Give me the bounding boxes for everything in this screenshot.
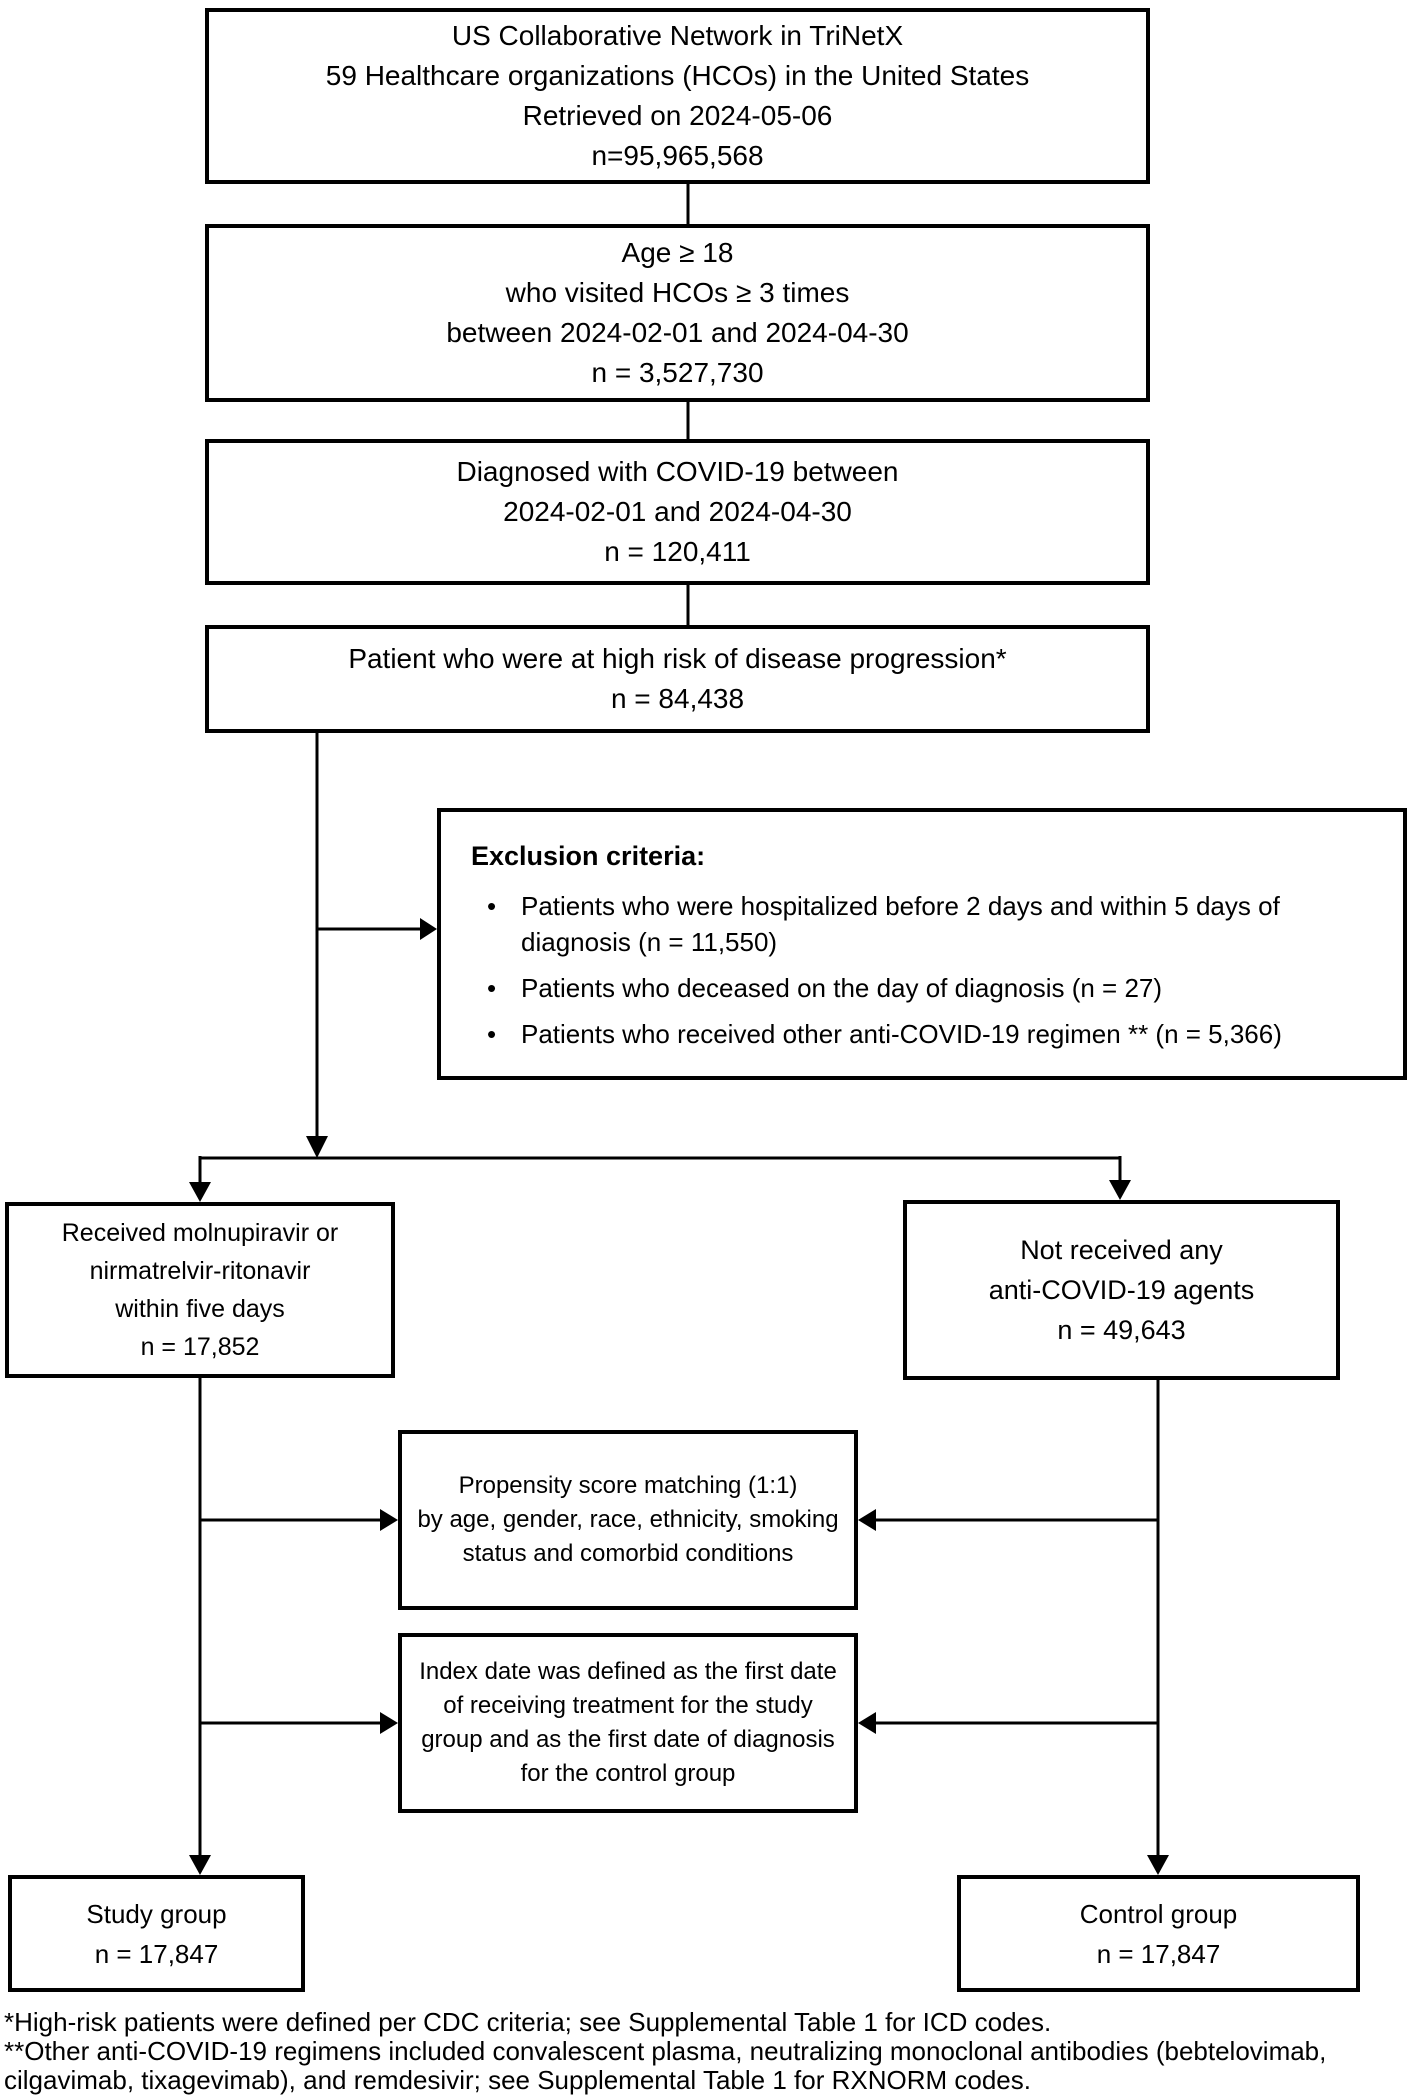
text-line: for the control group	[520, 1760, 736, 1787]
text-line: Study group	[86, 1898, 227, 1929]
text-line: Patient who were at high risk of disease…	[348, 643, 1007, 674]
text-line: n = 49,643	[1057, 1315, 1186, 1345]
exclusion-title: Exclusion criteria:	[471, 841, 706, 871]
text-line: n = 17,847	[1096, 1938, 1221, 1969]
connector-untreated-control	[1147, 1380, 1169, 1875]
exclusion-item: Patients who deceased on the day of diag…	[471, 970, 1389, 1006]
text-line: n = 17,852	[140, 1333, 260, 1361]
text-line: US Collaborative Network in TriNetX	[451, 20, 904, 51]
text-line: within five days	[115, 1295, 285, 1323]
arrow-treated-matching	[200, 1509, 398, 1531]
connector-treated-study	[189, 1378, 211, 1875]
footnotes: *High-risk patients were defined per CDC…	[4, 2008, 1416, 2095]
arrow-untreated-matching	[858, 1509, 1158, 1531]
footnote-line: cilgavimab, tixagevimab), and remdesivir…	[4, 2065, 1031, 2095]
text-line: n = 17,847	[94, 1938, 219, 1969]
text-line: n=95,965,568	[591, 140, 764, 171]
text-line: status and comorbid conditions	[462, 1540, 794, 1567]
footnote-line: *High-risk patients were defined per CDC…	[4, 2007, 1052, 2037]
text-line: Diagnosed with COVID-19 between	[456, 456, 899, 487]
box-control-group: Control group n = 17,847	[957, 1875, 1360, 1992]
arrow-untreated-indexdate	[858, 1712, 1158, 1734]
text-line: Index date was defined as the first date	[419, 1658, 837, 1685]
box-study-group: Study group n = 17,847	[8, 1875, 305, 1992]
arrow-branch-treated	[189, 1156, 211, 1202]
text-line: nirmatrelvir-ritonavir	[89, 1257, 311, 1285]
text-line: group and as the first date of diagnosis	[421, 1726, 835, 1753]
text-line: Retrieved on 2024-05-06	[522, 100, 833, 131]
box-high-risk: Patient who were at high risk of disease…	[205, 625, 1150, 733]
text-line: anti-COVID-19 agents	[988, 1275, 1255, 1305]
connector-highrisk-branch	[306, 731, 328, 1158]
footnote-line: **Other anti-COVID-19 regimens included …	[4, 2036, 1327, 2066]
text-line: Control group	[1079, 1898, 1238, 1929]
text-line: n = 120,411	[604, 536, 751, 567]
text-line: of receiving treatment for the study	[443, 1692, 813, 1719]
text-line: Propensity score matching (1:1)	[458, 1472, 798, 1499]
text-line: between 2024-02-01 and 2024-04-30	[446, 317, 909, 348]
text-line: who visited HCOs ≥ 3 times	[505, 277, 850, 308]
text-line: 59 Healthcare organizations (HCOs) in th…	[325, 60, 1030, 91]
box-exclusion-criteria: Exclusion criteria: Patients who were ho…	[437, 808, 1407, 1080]
text-line: Age ≥ 18	[621, 237, 734, 268]
text-line: by age, gender, race, ethnicity, smoking	[417, 1506, 839, 1533]
box-covid-diagnosis: Diagnosed with COVID-19 between 2024-02-…	[205, 439, 1150, 585]
text-line: 2024-02-01 and 2024-04-30	[503, 496, 852, 527]
box-index-date: Index date was defined as the first date…	[398, 1633, 858, 1813]
exclusion-item: Patients who were hospitalized before 2 …	[471, 888, 1389, 960]
arrow-branch-untreated	[1109, 1156, 1131, 1200]
box-age-filter: Age ≥ 18 who visited HCOs ≥ 3 times betw…	[205, 224, 1150, 402]
exclusion-list: Patients who were hospitalized before 2 …	[471, 888, 1389, 1062]
arrow-exclusion	[317, 918, 437, 940]
box-treated-group: Received molnupiravir or nirmatrelvir-ri…	[5, 1202, 395, 1378]
box-data-source: US Collaborative Network in TriNetX 59 H…	[205, 8, 1150, 184]
exclusion-item: Patients who received other anti-COVID-1…	[471, 1016, 1389, 1052]
text-line: n = 3,527,730	[591, 357, 764, 388]
arrow-treated-indexdate	[200, 1712, 398, 1734]
box-propensity-matching: Propensity score matching (1:1) by age, …	[398, 1430, 858, 1610]
text-line: Not received any	[1020, 1235, 1223, 1265]
box-untreated-group: Not received any anti-COVID-19 agents n …	[903, 1200, 1340, 1380]
text-line: n = 84,438	[610, 683, 745, 714]
text-line: Received molnupiravir or	[61, 1219, 339, 1247]
